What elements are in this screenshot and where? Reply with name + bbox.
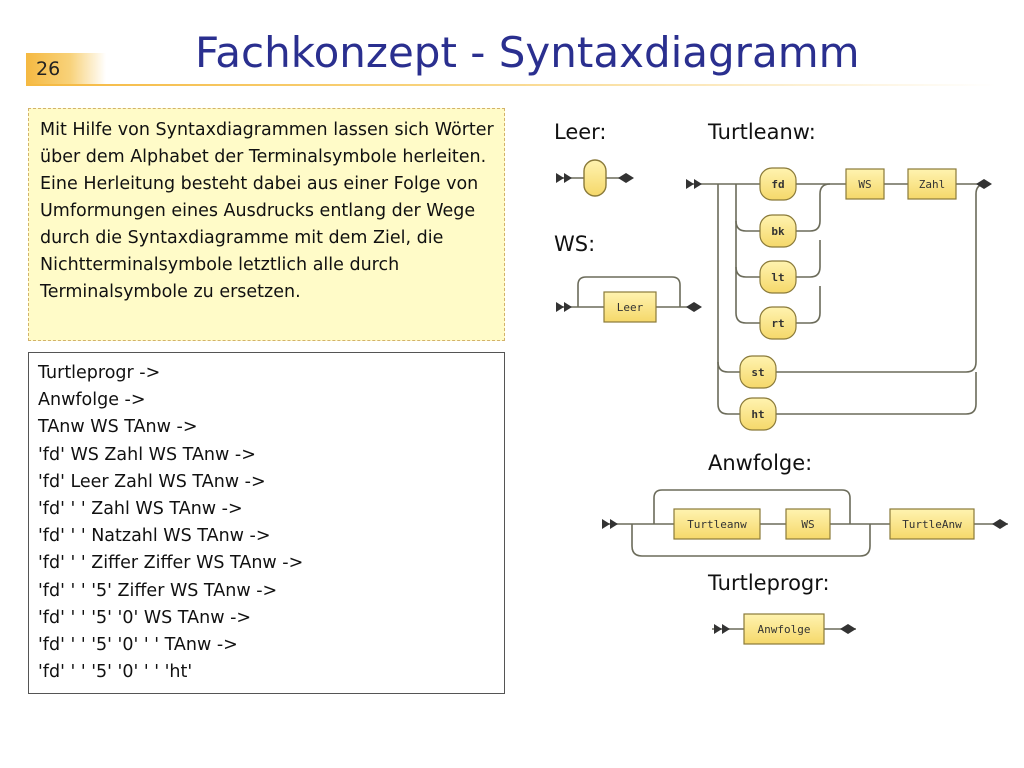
anwfolge-turtleanw-node bbox=[673, 508, 761, 540]
derivation-box: Turtleprogr -> Anwfolge -> TAnw WS TAnw ->… bbox=[28, 352, 505, 694]
explanation-box: Mit Hilfe von Syntaxdiagrammen lassen si… bbox=[28, 108, 505, 341]
derivation-step: Anwfolge -> bbox=[38, 390, 146, 411]
terminal-rt-node bbox=[759, 306, 797, 340]
node-label: st bbox=[751, 366, 764, 379]
derivation-step: 'fd' ' ' '5' Ziffer WS TAnw -> bbox=[38, 580, 278, 601]
derivation-list: Turtleprogr -> Anwfolge -> TAnw WS TAnw ->… bbox=[38, 360, 494, 686]
diagram-label-turtleanw: Turtleanw: bbox=[708, 120, 816, 144]
node-label: bk bbox=[771, 225, 785, 238]
derivation-step: TAnw WS TAnw -> bbox=[38, 417, 198, 438]
terminal-bk-node bbox=[759, 214, 797, 248]
derivation-step: 'fd' ' ' Zahl WS TAnw -> bbox=[38, 499, 243, 520]
derivation-step: 'fd' Leer Zahl WS TAnw -> bbox=[38, 471, 266, 492]
end-arrow-icon bbox=[694, 302, 702, 312]
start-arrow-icon bbox=[564, 302, 572, 312]
title-underline bbox=[26, 84, 996, 86]
derivation-step: 'fd' WS Zahl WS TAnw -> bbox=[38, 444, 256, 465]
node-label: ht bbox=[751, 408, 764, 421]
diagram-label-ws: WS: bbox=[554, 232, 596, 256]
node-label: Turtleanw bbox=[687, 518, 747, 531]
terminal-lt-node bbox=[759, 260, 797, 294]
start-arrow-icon bbox=[556, 173, 564, 183]
anwfolge-turtleanw2-node bbox=[889, 508, 975, 540]
start-arrow-icon bbox=[610, 519, 618, 529]
diagram-label-turtleprogr: Turtleprogr: bbox=[708, 571, 830, 595]
turtleanw-zahl-node bbox=[907, 168, 957, 200]
arrow-markers bbox=[556, 173, 1008, 634]
start-arrow-icon bbox=[722, 624, 730, 634]
slide-number: 26 bbox=[26, 53, 106, 85]
node-label: Zahl bbox=[919, 178, 946, 191]
start-arrow-icon bbox=[686, 179, 694, 189]
node-label: rt bbox=[771, 317, 784, 330]
explanation-text: Mit Hilfe von Syntaxdiagrammen lassen si… bbox=[40, 120, 494, 302]
anwfolge-ws-node bbox=[785, 508, 831, 540]
empty-terminal-node bbox=[583, 159, 607, 197]
end-arrow-icon bbox=[686, 302, 694, 312]
end-arrow-icon bbox=[992, 519, 1000, 529]
terminal-st-node bbox=[739, 355, 777, 389]
start-arrow-icon bbox=[694, 179, 702, 189]
end-arrow-icon bbox=[848, 624, 856, 634]
terminal-fd-node bbox=[759, 167, 797, 201]
terminal-ht-node bbox=[739, 397, 777, 431]
derivation-step: 'fd' ' ' '5' '0' WS TAnw -> bbox=[38, 607, 252, 628]
end-arrow-icon bbox=[1000, 519, 1008, 529]
start-arrow-icon bbox=[602, 519, 610, 529]
ws-leer-node bbox=[603, 291, 657, 323]
end-arrow-icon bbox=[984, 179, 992, 189]
node-label: WS bbox=[801, 518, 814, 531]
node-label: Anwfolge bbox=[758, 623, 811, 636]
node-label: lt bbox=[771, 271, 784, 284]
derivation-step: 'fd' ' ' Natzahl WS TAnw -> bbox=[38, 526, 271, 547]
start-arrow-icon bbox=[714, 624, 722, 634]
diagram-label-anwfolge: Anwfolge: bbox=[708, 451, 813, 475]
derivation-step: 'fd' ' ' Ziffer Ziffer WS TAnw -> bbox=[38, 553, 304, 574]
node-label: TurtleAnw bbox=[902, 518, 962, 531]
turtleanw-ws-node bbox=[845, 168, 885, 200]
turtleprogr-anwfolge-node bbox=[743, 613, 825, 645]
end-arrow-icon bbox=[840, 624, 848, 634]
end-arrow-icon bbox=[626, 173, 634, 183]
derivation-step: 'fd' ' ' '5' '0' ' ' 'ht' bbox=[38, 662, 193, 683]
node-label: WS bbox=[858, 178, 871, 191]
start-arrow-icon bbox=[556, 302, 564, 312]
end-arrow-icon bbox=[976, 179, 984, 189]
derivation-step: 'fd' ' ' '5' '0' ' ' TAnw -> bbox=[38, 635, 238, 656]
end-arrow-icon bbox=[618, 173, 626, 183]
start-arrow-icon bbox=[564, 173, 572, 183]
node-label: Leer bbox=[617, 301, 644, 314]
derivation-step: Turtleprogr -> bbox=[38, 363, 161, 383]
slide-title: Fachkonzept - Syntaxdiagramm bbox=[195, 28, 860, 77]
node-label: fd bbox=[771, 178, 784, 191]
diagram-label-leer: Leer: bbox=[554, 120, 607, 144]
